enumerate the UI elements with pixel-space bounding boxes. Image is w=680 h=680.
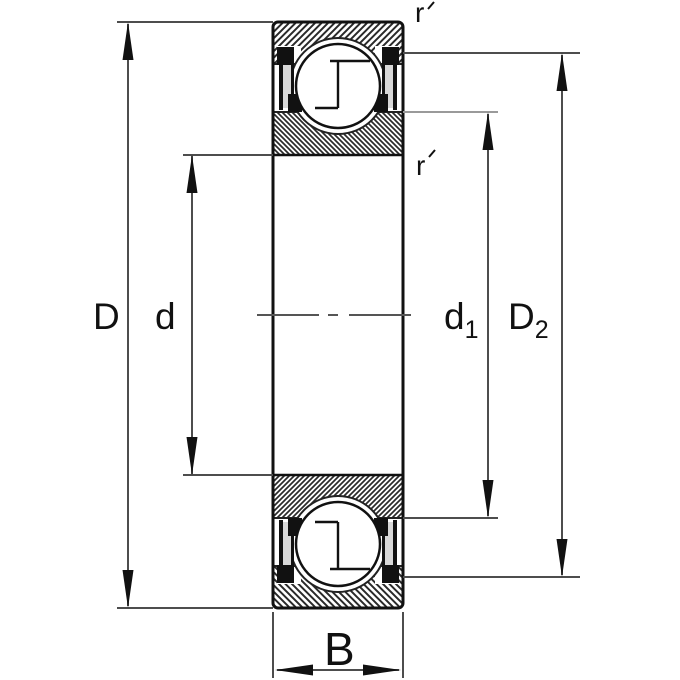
dimension-labels: D d d1 D2 B r r: [93, 0, 549, 675]
arrow-D2-up: [556, 53, 568, 91]
label-recess-diameter-D2: D2: [508, 296, 549, 344]
label-radius-bore-r: r: [416, 150, 425, 181]
label-d1-subscript: 1: [465, 316, 479, 344]
arrow-d-up: [186, 155, 198, 193]
label-radius-outer-r: r: [415, 0, 424, 28]
label-D2-base: D: [508, 296, 535, 337]
dimension-lines: [117, 21, 580, 678]
arrow-D-down: [122, 570, 134, 608]
label-outside-diameter-D: D: [93, 296, 120, 337]
arrow-B-left: [275, 664, 313, 676]
label-D2-subscript: 2: [535, 316, 549, 344]
label-shoulder-diameter-d1: d1: [444, 296, 478, 344]
label-bore-diameter-d: d: [155, 296, 176, 337]
arrow-d1-down: [482, 480, 494, 518]
bearing-bottom-section: [273, 475, 403, 608]
arrow-d1-up: [482, 112, 494, 150]
arrow-D2-down: [556, 539, 568, 577]
arrow-D-up: [122, 22, 134, 60]
arrow-d-down: [186, 437, 198, 475]
arrow-B-right: [363, 664, 401, 676]
r-outer-tick: [427, 1, 435, 10]
radius-leader-ticks: [427, 1, 436, 158]
bearing-top-section: [273, 22, 403, 155]
dimension-arrows: [122, 22, 568, 676]
label-width-B: B: [324, 623, 355, 675]
label-d1-base: d: [444, 296, 465, 337]
r-bore-tick: [428, 149, 436, 158]
